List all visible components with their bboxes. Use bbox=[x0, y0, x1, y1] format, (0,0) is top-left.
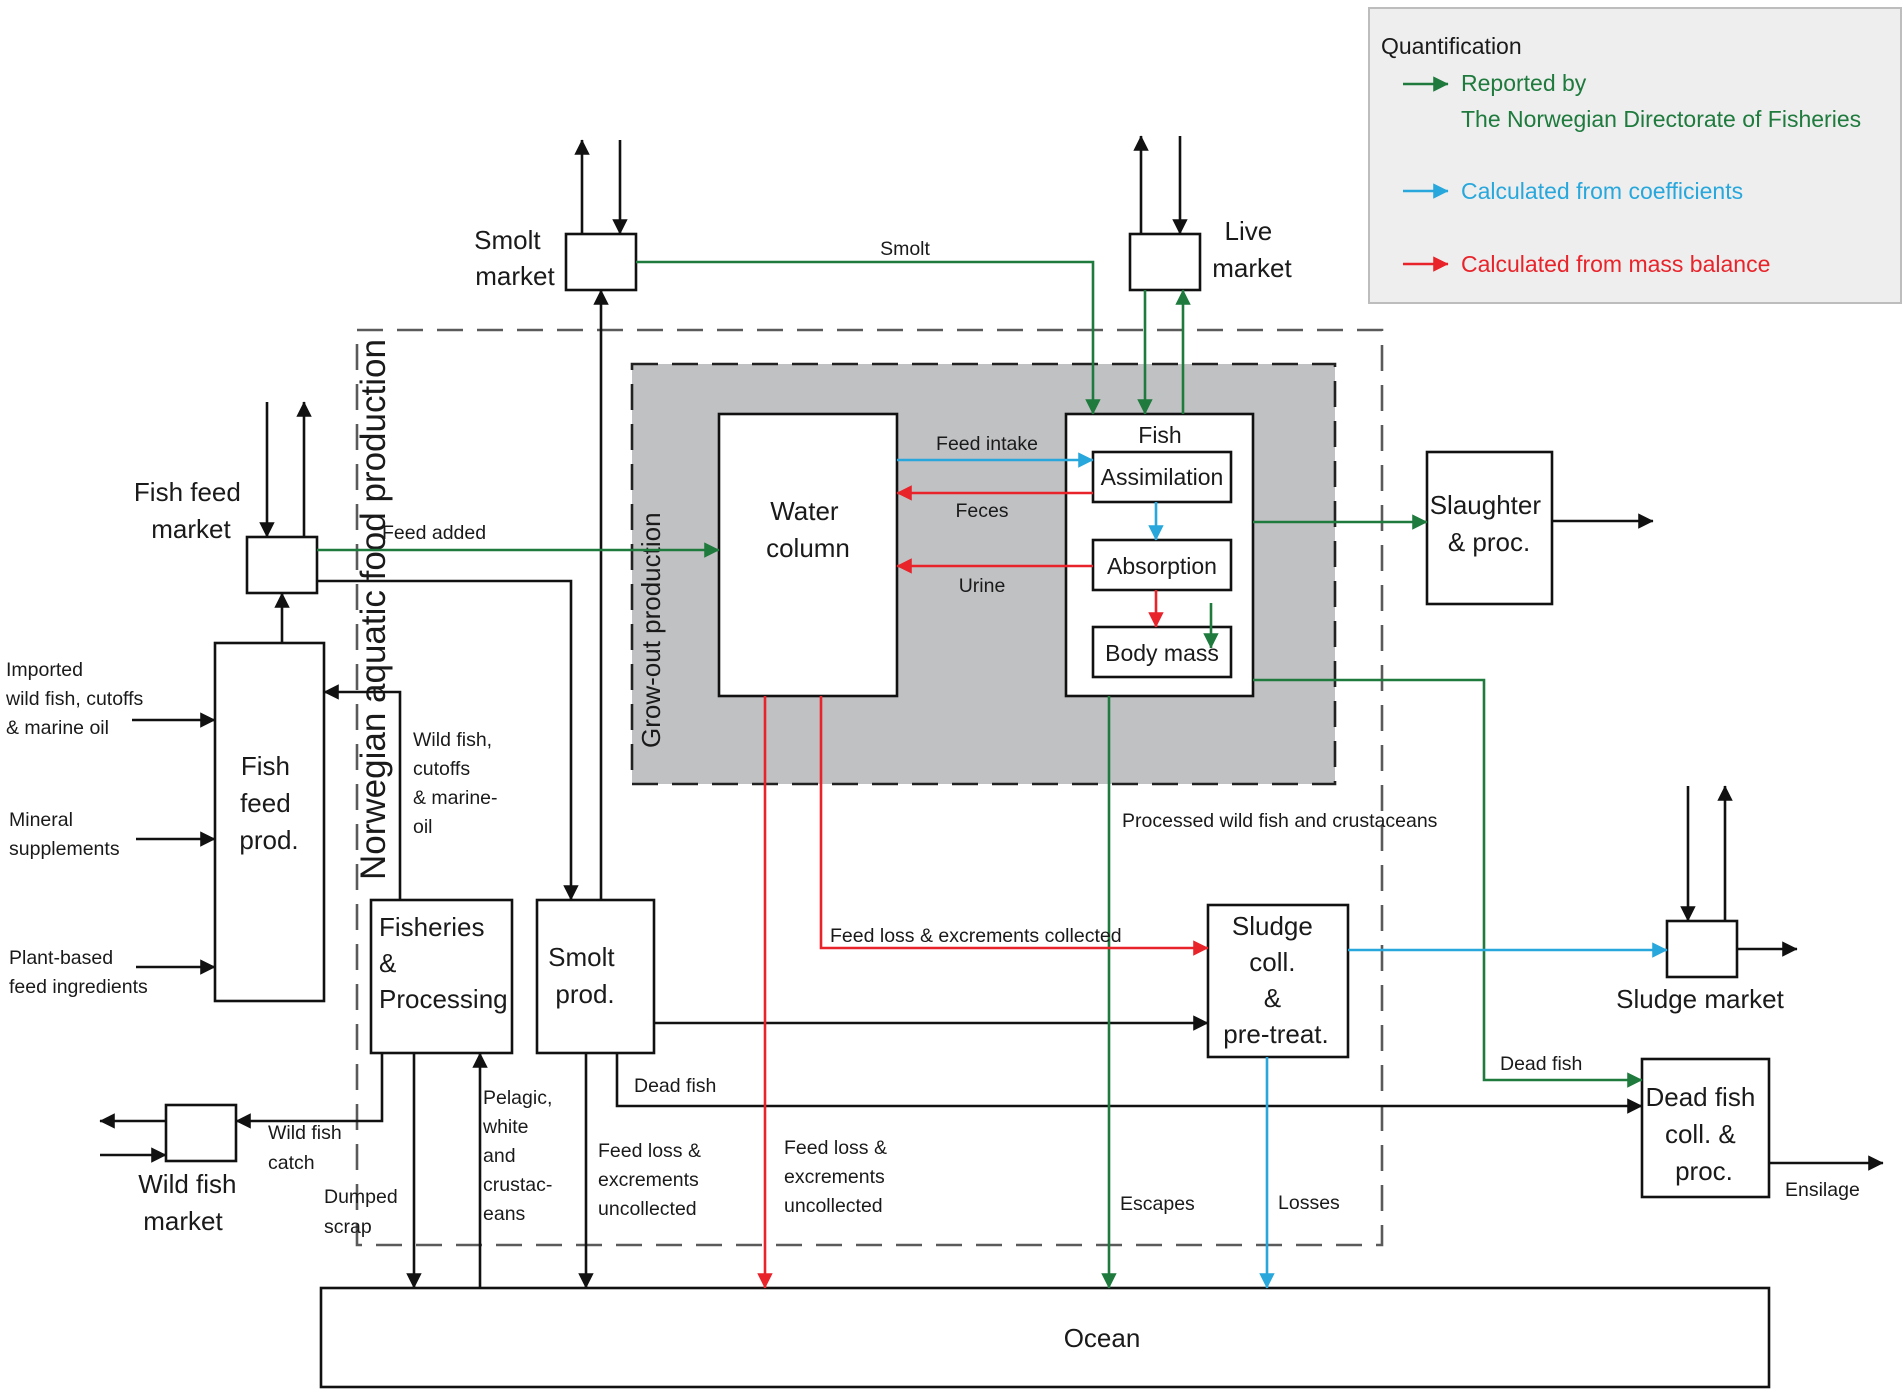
feces-label: Feces bbox=[955, 500, 1008, 522]
wild-fish-catch-label: Wild fish catch bbox=[268, 1122, 347, 1174]
legend-reported-line1: Reported by bbox=[1461, 70, 1587, 96]
fish-label: Fish bbox=[1138, 422, 1181, 448]
urine-label: Urine bbox=[959, 575, 1006, 597]
fisheries-box bbox=[369, 898, 514, 1055]
wild-fish-market-label: Wild fish market bbox=[138, 1169, 243, 1236]
wild-fish-market-box bbox=[164, 1103, 238, 1163]
fish-dead-fish-arrow bbox=[1253, 678, 1643, 1088]
mineral-label: Mineral supplements bbox=[9, 809, 120, 860]
water-column-label: Water column bbox=[766, 496, 850, 563]
fish-feed-market-box bbox=[245, 535, 319, 595]
smolt-flow-arrow bbox=[636, 260, 1101, 415]
sludge-coll-box bbox=[1206, 903, 1350, 1059]
legend-coefficients: Calculated from coefficients bbox=[1461, 178, 1743, 204]
wild-fish-catch-arrow bbox=[235, 1053, 384, 1129]
feed-added-label: Feed added bbox=[382, 522, 486, 544]
fisheries-to-feed-prod-arrow bbox=[323, 684, 402, 900]
norwegian-region-label: Norwegian aquatic food production bbox=[354, 339, 393, 880]
smolt-dead-fish-arrow bbox=[615, 1053, 1643, 1114]
plant-label: Plant-based feed ingredients bbox=[9, 947, 148, 998]
smolt-market-label: Smolt market bbox=[474, 225, 555, 291]
fish-feed-market-label: Fish feed market bbox=[134, 477, 248, 544]
smolt-dead-fish-label: Dead fish bbox=[634, 1075, 716, 1097]
ensilage-label: Ensilage bbox=[1785, 1179, 1860, 1201]
legend: Quantification Reported by The Norwegian… bbox=[1368, 7, 1902, 304]
smolt-feed-loss-label: Feed loss & excrements uncollected bbox=[598, 1140, 706, 1220]
escapes-label: Escapes bbox=[1120, 1193, 1195, 1215]
live-market-box bbox=[1128, 232, 1202, 292]
legend-box bbox=[1368, 7, 1902, 304]
slaughter-box bbox=[1425, 450, 1554, 606]
feed-intake-label: Feed intake bbox=[936, 433, 1038, 455]
legend-reported-line2: The Norwegian Directorate of Fisheries bbox=[1461, 106, 1861, 132]
body-mass-label: Body mass bbox=[1105, 640, 1219, 666]
water-feed-loss-label: Feed loss & excrements uncollected bbox=[784, 1137, 892, 1217]
dead-fish-coll-label: Dead fish coll. & proc. bbox=[1645, 1082, 1762, 1186]
ocean-label: Ocean bbox=[1064, 1323, 1141, 1353]
sludge-coll-label: Sludge coll. & pre-treat. bbox=[1223, 911, 1329, 1049]
absorption-box bbox=[1091, 538, 1233, 592]
smolt-prod-box bbox=[535, 898, 656, 1055]
dumped-scrap-label: Dumped scrap bbox=[324, 1186, 403, 1238]
feed-loss-collected-label: Feed loss & excrements collected bbox=[830, 925, 1122, 947]
smolt-prod-label: Smolt prod. bbox=[548, 942, 622, 1009]
slaughter-label: Slaughter & proc. bbox=[1430, 490, 1549, 557]
fish-feed-prod-box bbox=[213, 641, 326, 1003]
legend-title: Quantification bbox=[1381, 33, 1522, 59]
growout-region-label: Grow-out production bbox=[636, 512, 666, 748]
dead-fish-coll-box bbox=[1640, 1057, 1771, 1199]
fisheries-label: Fisheries & Processing bbox=[379, 912, 508, 1014]
wild-fish-cutoffs-label: Wild fish, cutoffs & marine- oil bbox=[413, 729, 503, 838]
sludge-market-label: Sludge market bbox=[1616, 984, 1784, 1014]
assimilation-box bbox=[1091, 450, 1233, 504]
fish-dead-fish-label: Dead fish bbox=[1500, 1053, 1582, 1075]
legend-mass-balance: Calculated from mass balance bbox=[1461, 251, 1770, 277]
processed-wild-label: Processed wild fish and crustaceans bbox=[1122, 810, 1438, 832]
assimilation-label: Assimilation bbox=[1101, 464, 1224, 490]
feed-loss-collected-arrow bbox=[819, 696, 1209, 956]
absorption-label: Absorption bbox=[1107, 553, 1217, 579]
losses-label: Losses bbox=[1278, 1192, 1340, 1214]
water-column-box bbox=[717, 412, 899, 698]
pelagic-label: Pelagic, white and crustac- eans bbox=[482, 1087, 558, 1225]
imported-label: Imported wild fish, cutoffs & marine oil bbox=[5, 659, 149, 739]
sludge-market-box bbox=[1665, 919, 1739, 979]
live-market-label: Live market bbox=[1212, 216, 1292, 283]
ocean-box bbox=[319, 1286, 1771, 1389]
norwegian-production-boundary bbox=[355, 328, 1384, 1247]
smolt-market-box bbox=[564, 232, 638, 292]
feed-market-to-smolt-prod-arrow bbox=[317, 579, 579, 901]
smolt-flow-label: Smolt bbox=[880, 238, 930, 260]
fish-feed-prod-label: Fish feed prod. bbox=[239, 751, 298, 855]
